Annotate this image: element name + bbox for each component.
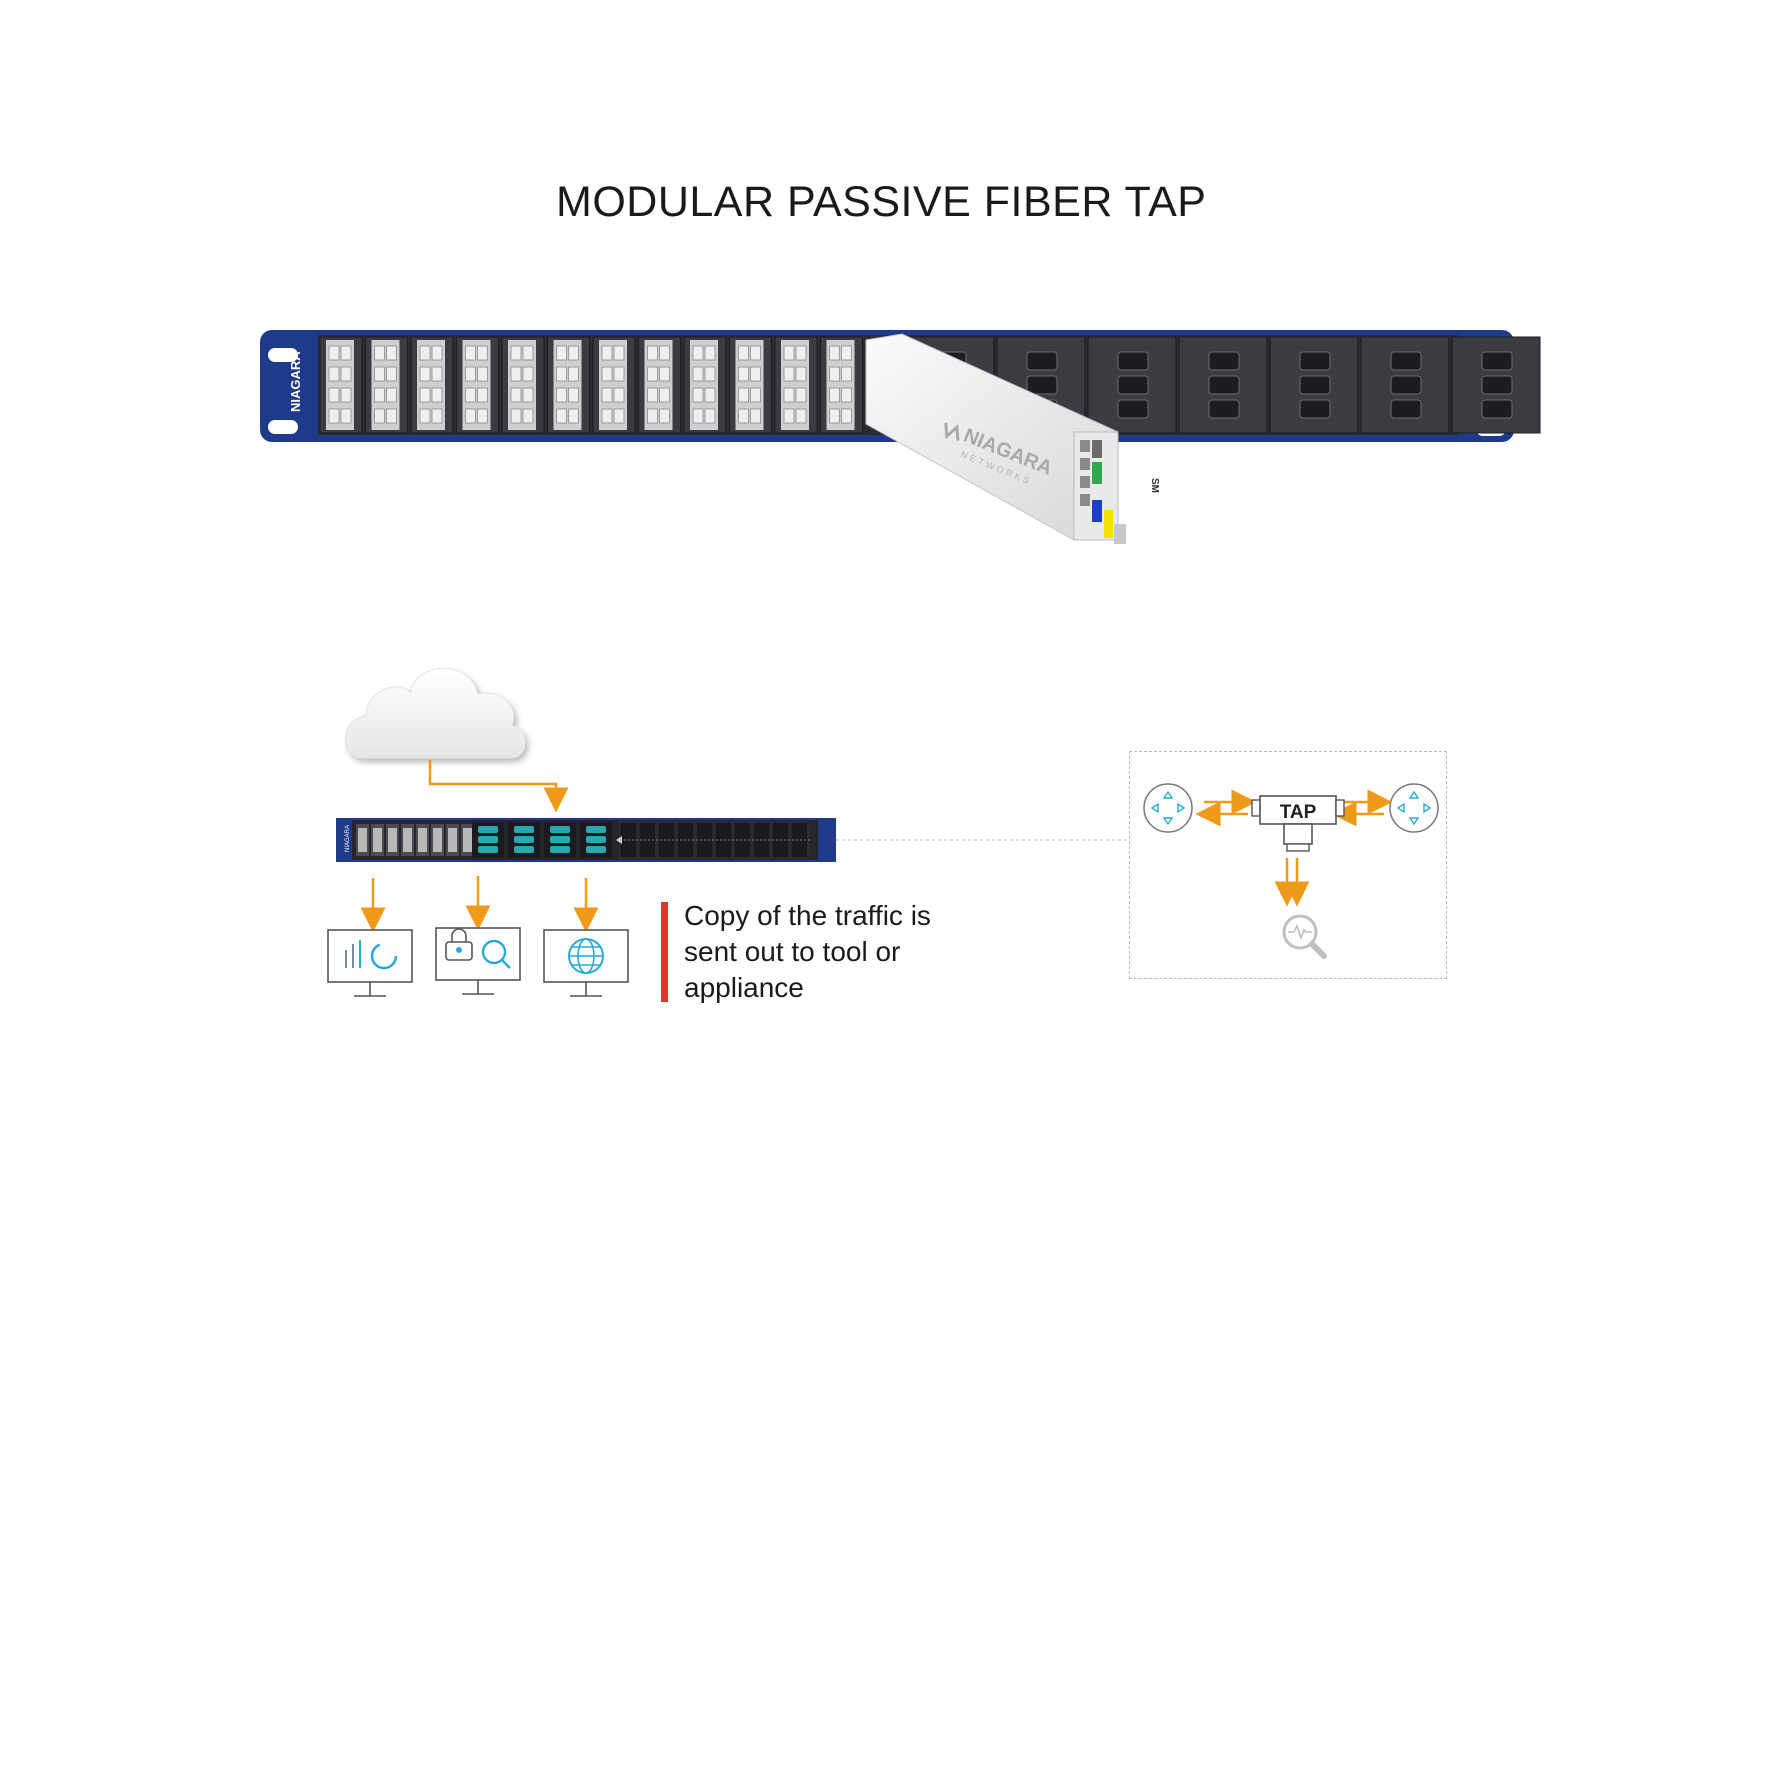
lc-slot: [501, 336, 545, 434]
lc-slot: [547, 336, 590, 434]
page-title: MODULAR PASSIVE FIBER TAP: [556, 178, 1207, 226]
tap-module-cassette[interactable]: SM NIAGARA NETWORKS: [865, 333, 1160, 544]
small-lc-port: [446, 824, 459, 856]
lc-slot: [592, 336, 636, 434]
small-lc-port: [401, 824, 414, 856]
lc-slot: [456, 336, 499, 434]
tool-caption: Copy of the traffic is sent out to tool …: [684, 898, 931, 1006]
globe-monitor-icon: [543, 929, 629, 997]
mpo-module-slots: [905, 336, 1541, 434]
small-lc-port: [371, 824, 384, 856]
small-mpo-port: [544, 822, 576, 858]
lc-slot: [774, 336, 818, 434]
lc-slot: [729, 336, 772, 434]
tap-t-connector: TAP: [1251, 795, 1345, 852]
lc-module-slots: [319, 336, 863, 434]
small-mpo-port: [472, 822, 504, 858]
cloud-to-tap-arrow: [428, 760, 569, 813]
mpo-slot: [1269, 336, 1359, 434]
small-lc-port: [386, 824, 399, 856]
mpo-slot: [1087, 336, 1177, 434]
small-chassis-ports: [356, 821, 809, 859]
small-lc-port: [416, 824, 429, 856]
security-monitor-icon: [435, 927, 521, 995]
small-mpo-port: [580, 822, 612, 858]
caption-line-1: Copy of the traffic is: [684, 900, 931, 931]
module-type-label: SM: [1149, 478, 1160, 493]
lc-slot: [410, 336, 454, 434]
analytics-monitor-icon: [327, 929, 413, 997]
mpo-slot: [1178, 336, 1268, 434]
caption-line-3: appliance: [684, 972, 804, 1003]
small-lc-port: [461, 824, 474, 856]
chassis-brand-label: NIAGARA: [288, 351, 303, 412]
lc-slot: [820, 336, 863, 434]
caption-accent-bar: [661, 902, 668, 1002]
lc-slot: [319, 336, 363, 434]
small-chassis-brand: NIAGARA: [345, 825, 351, 852]
mpo-slot: [1451, 336, 1541, 434]
tap-label: TAP: [1280, 802, 1317, 823]
cloud-icon: [344, 667, 526, 759]
tap-detail-diagram: TAP: [1143, 783, 1439, 959]
router-icon: [1143, 783, 1193, 833]
caption-line-2: sent out to tool or: [684, 936, 901, 967]
lc-slot: [365, 336, 408, 434]
packet-analyzer-icon: [1282, 914, 1327, 959]
small-mpo-port: [508, 822, 540, 858]
tap-detail-frame: [1129, 751, 1447, 979]
small-tap-chassis: NIAGARA: [336, 818, 836, 862]
small-lc-port: [356, 824, 369, 856]
lc-slot: [683, 336, 727, 434]
lc-slot: [638, 336, 681, 434]
small-lc-port: [431, 824, 444, 856]
mpo-slot: [1360, 336, 1450, 434]
router-icon: [1389, 783, 1439, 833]
left-rack-ear: [268, 348, 298, 434]
